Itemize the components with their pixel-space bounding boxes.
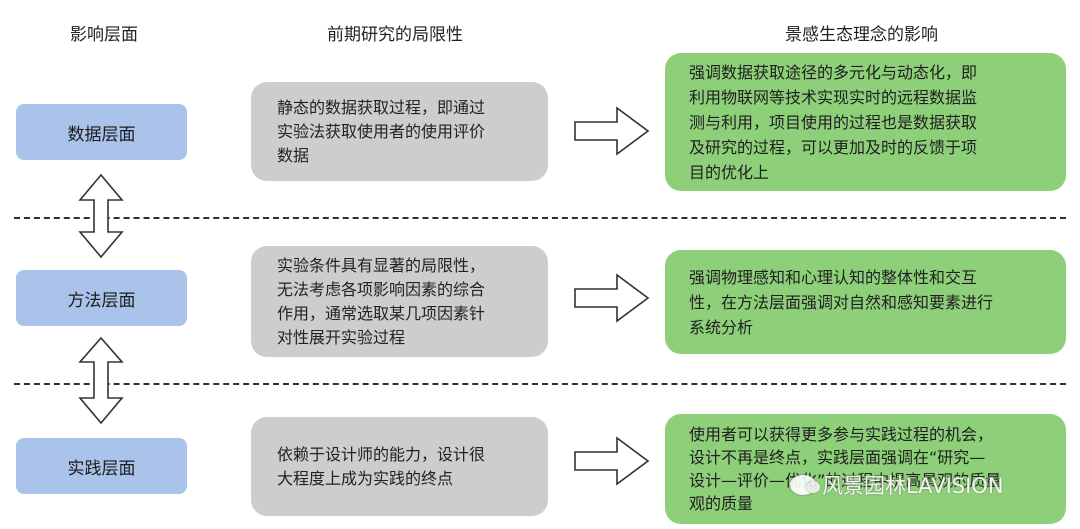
influence-text: 使用者可以获得更多参与实践过程的机会， 设计不再是终点，实践层面强调在“研究— …: [689, 425, 1002, 513]
limit-text: 实验条件具有显著的局限性， 无法考虑各项影响因素的综合 作用，通常选取某几项因素…: [277, 255, 486, 347]
level-label: 实践层面: [67, 458, 136, 479]
right-arrow-icon: [574, 106, 650, 156]
level-label: 数据层面: [67, 124, 136, 145]
influence-text: 强调数据获取途径的多元化与动态化，即 利用物联网等技术实现实时的远程数据监 测与…: [689, 62, 978, 182]
wechat-icon: [790, 475, 820, 495]
level-box-method: 方法层面: [16, 270, 187, 326]
watermark: 风景园林LAVISION: [790, 470, 1004, 500]
limit-box-practice: 依赖于设计师的能力，设计很 大程度上成为实践的终点: [251, 417, 548, 516]
dashed-divider: [14, 217, 1066, 219]
watermark-text: 风景园林LAVISION: [822, 474, 1004, 498]
level-box-data: 数据层面: [16, 104, 187, 160]
header-limits: 前期研究的局限性: [327, 25, 463, 45]
influence-text: 强调物理感知和心理认知的整体性和交互 性，在方法层面强调对自然和感知要素进行 系…: [689, 267, 994, 337]
double-arrow-icon: [78, 173, 124, 259]
limit-text: 依赖于设计师的能力，设计很 大程度上成为实践的终点: [277, 444, 486, 488]
limit-box-data: 静态的数据获取过程，即通过 实验法获取使用者的使用评价 数据: [251, 82, 548, 181]
right-arrow-icon: [574, 273, 650, 323]
limit-box-method: 实验条件具有显著的局限性， 无法考虑各项影响因素的综合 作用，通常选取某几项因素…: [251, 246, 548, 357]
header-level: 影响层面: [70, 25, 138, 45]
right-arrow-icon: [574, 436, 650, 486]
header-influence: 景感生态理念的影响: [785, 25, 938, 45]
dashed-divider: [14, 383, 1066, 385]
level-label: 方法层面: [67, 290, 136, 311]
double-arrow-icon: [78, 336, 124, 425]
influence-box-practice: 使用者可以获得更多参与实践过程的机会， 设计不再是终点，实践层面强调在“研究— …: [665, 414, 1066, 524]
level-box-practice: 实践层面: [16, 438, 187, 494]
influence-box-method: 强调物理感知和心理认知的整体性和交互 性，在方法层面强调对自然和感知要素进行 系…: [665, 250, 1066, 354]
influence-box-data: 强调数据获取途径的多元化与动态化，即 利用物联网等技术实现实时的远程数据监 测与…: [665, 53, 1066, 191]
limit-text: 静态的数据获取过程，即通过 实验法获取使用者的使用评价 数据: [277, 97, 486, 165]
